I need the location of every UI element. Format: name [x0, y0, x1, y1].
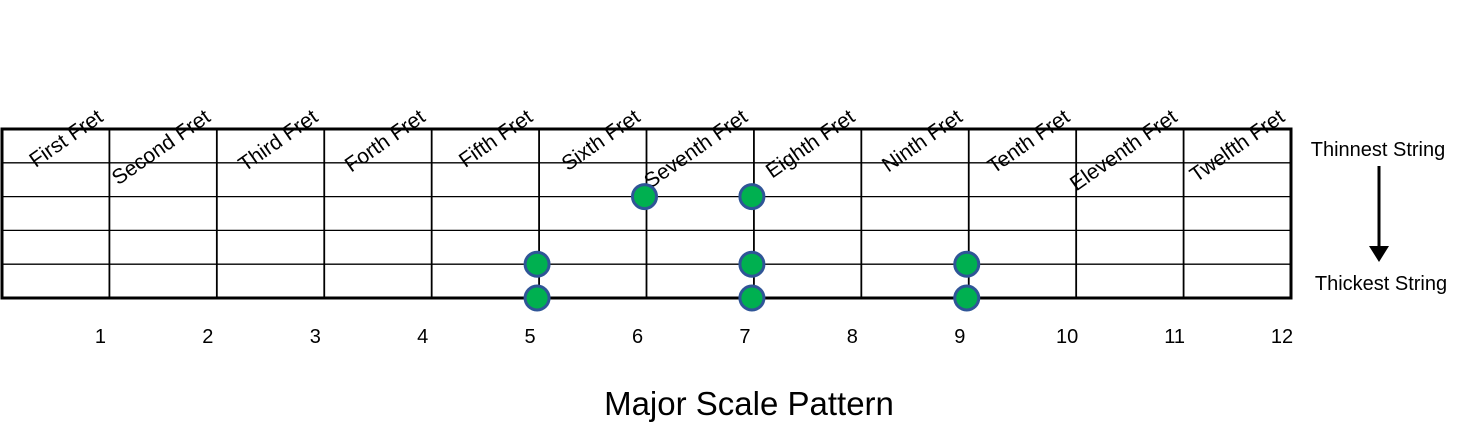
diagram-title: Major Scale Pattern — [604, 385, 894, 422]
scale-note-dot — [523, 250, 551, 278]
fret-name-label: Third Fret — [234, 105, 322, 176]
down-arrow-icon — [1369, 246, 1389, 262]
scale-note-dot — [953, 284, 981, 312]
fret-number-label: 3 — [310, 326, 321, 348]
fret-name-label: Eighth Fret — [762, 105, 859, 183]
fret-number-label: 8 — [847, 326, 858, 348]
scale-note-dot — [523, 284, 551, 312]
fret-number-label: 10 — [1056, 326, 1078, 348]
scale-note-dot — [953, 250, 981, 278]
fret-name-label: Sixth Fret — [558, 105, 645, 175]
fret-name-label: Forth Fret — [341, 105, 430, 177]
fret-number-label: 6 — [632, 326, 643, 348]
fret-name-label: Twelfth Fret — [1186, 105, 1289, 187]
fret-name-label: Tenth Fret — [983, 105, 1074, 178]
thickest-string-label: Thickest String — [1315, 273, 1447, 295]
fret-number-label: 7 — [739, 326, 750, 348]
fretboard — [0, 127, 1293, 300]
scale-note-dots — [523, 183, 981, 312]
fret-name-label: Seventh Fret — [640, 105, 752, 193]
fret-name-label: Eleventh Fret — [1066, 105, 1182, 196]
fret-name-label: Ninth Fret — [878, 105, 967, 177]
fret-number-label: 5 — [525, 326, 536, 348]
scale-note-dot — [738, 250, 766, 278]
scale-note-dot — [631, 183, 658, 211]
fret-number-label: 1 — [95, 326, 106, 348]
fret-number-label: 4 — [417, 326, 428, 348]
thinnest-string-label: Thinnest String — [1311, 139, 1446, 161]
fret-number-label: 9 — [954, 326, 965, 348]
scale-note-dot — [738, 183, 766, 211]
fret-number-label: 2 — [202, 326, 213, 348]
scale-note-dot — [738, 284, 766, 312]
fret-name-label: Second Fret — [108, 105, 215, 190]
fret-number-label: 12 — [1271, 326, 1293, 348]
fret-number-label: 11 — [1164, 326, 1185, 348]
